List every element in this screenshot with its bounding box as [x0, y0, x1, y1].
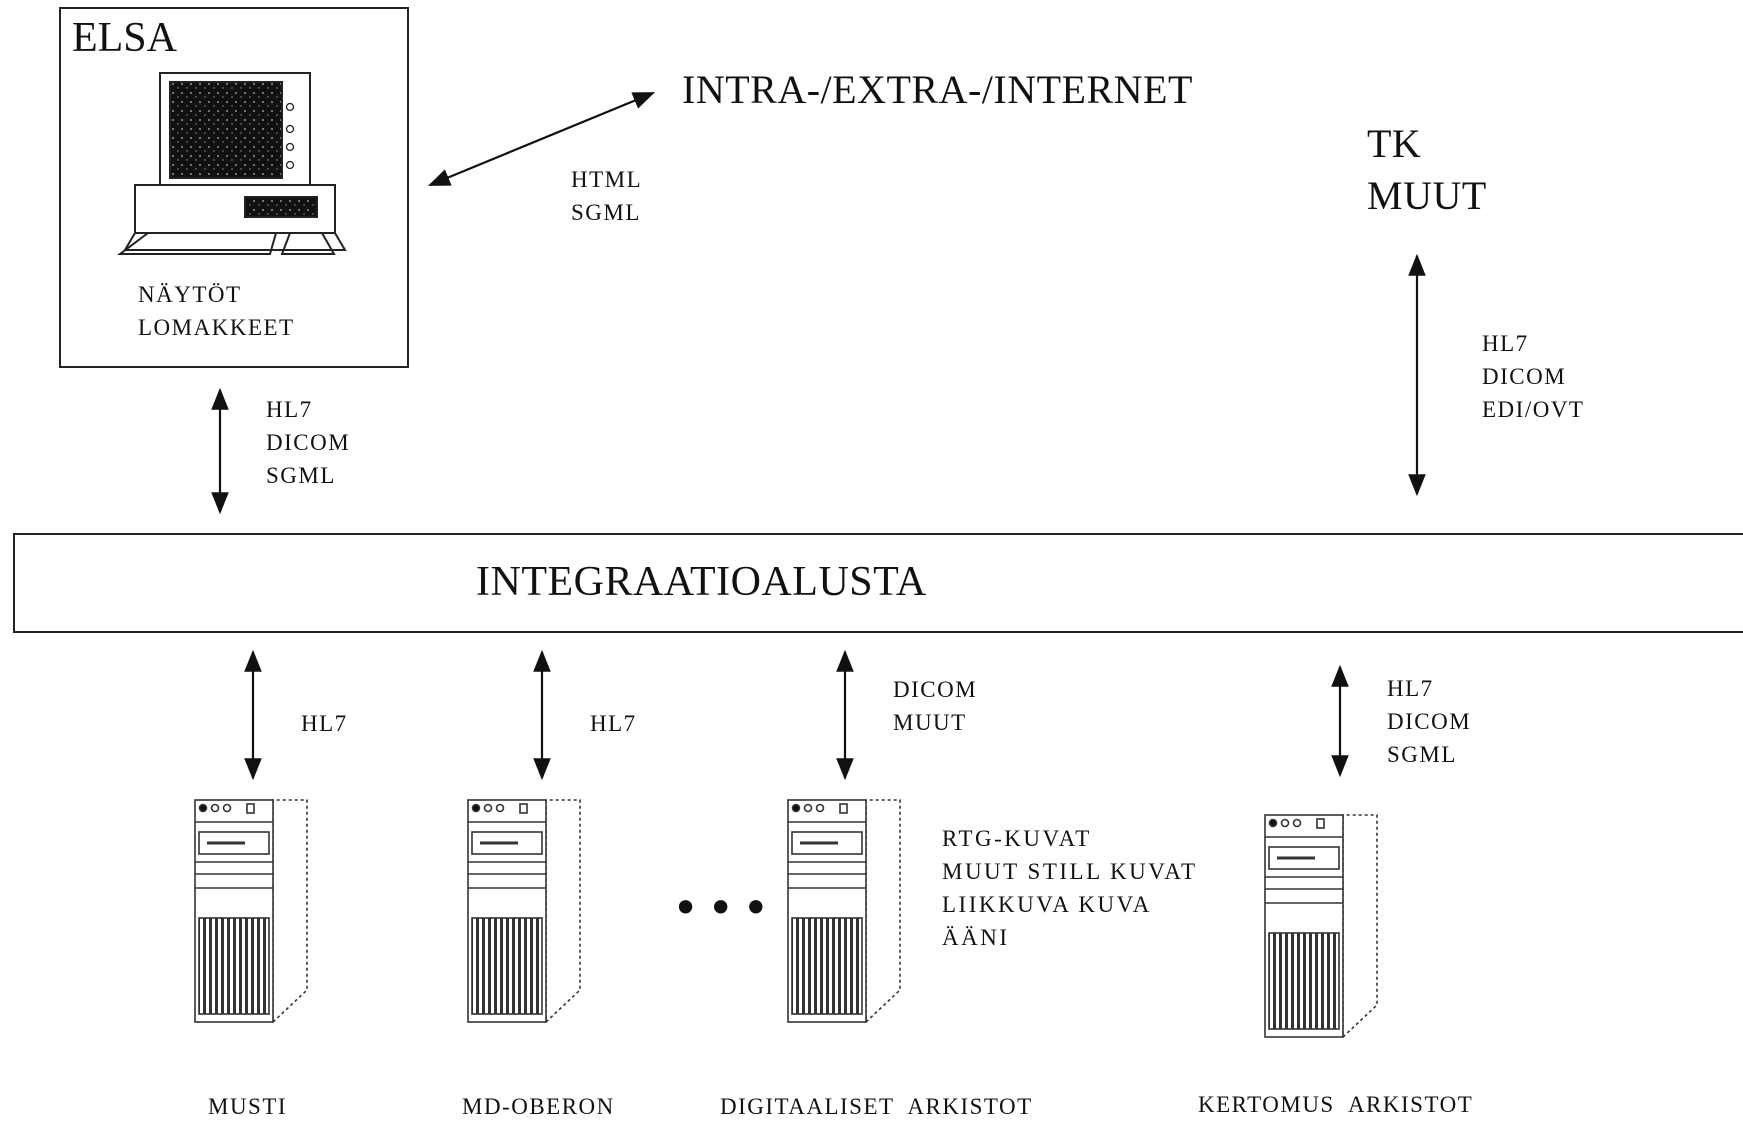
link-label: DICOM [893, 677, 978, 702]
link-label: SGML [266, 463, 336, 488]
computer-workstation-icon [117, 72, 347, 255]
elsa-link-labels: HL7 DICOM SGML [266, 393, 350, 492]
tk-link-labels: HL7 DICOM EDI/OVT [1482, 327, 1584, 426]
link-label: EDI/OVT [1482, 397, 1585, 422]
more-servers-ellipsis: ••• [672, 881, 778, 935]
elsa-caption: NÄYTÖT LOMAKKEET [138, 278, 295, 344]
md-oberon-link-labels: HL7 [590, 707, 637, 740]
link-label: DICOM [266, 430, 351, 455]
integration-bus [13, 533, 1743, 633]
tk-title: TK MUUT [1367, 118, 1487, 222]
tk-title-line: MUUT [1367, 173, 1487, 218]
server-name-md-oberon: MD-OBERON [462, 1094, 615, 1119]
link-label: SGML [1387, 742, 1457, 767]
archive-content-list: RTG-KUVAT MUUT STILL KUVAT LIIKKUVA KUVA… [942, 822, 1198, 954]
internet-link-labels: HTML SGML [571, 163, 642, 229]
bus-title: INTEGRAATIOALUSTA [476, 559, 927, 605]
archive-content-item: RTG-KUVAT [942, 826, 1092, 851]
elsa-caption-line: NÄYTÖT [138, 282, 242, 307]
archive-content-item: ÄÄNI [942, 925, 1010, 950]
link-label: DICOM [1387, 709, 1472, 734]
server-name-digitaaliset-arkistot: DIGITAALISET ARKISTOT [720, 1094, 1033, 1119]
elsa-title: ELSA [72, 15, 177, 61]
server-tower-icon-digitaaliset-arkistot [787, 799, 901, 1024]
tk-title-line: TK [1367, 121, 1422, 166]
link-label: HL7 [1482, 331, 1529, 356]
musti-link-labels: HL7 [301, 707, 348, 740]
server-tower-icon-kertomus-arkistot [1264, 814, 1378, 1039]
server-name-musti: MUSTI [208, 1094, 288, 1119]
link-label: HL7 [301, 711, 348, 736]
server-tower-icon-musti [194, 799, 308, 1024]
server-name-kertomus-arkistot: KERTOMUS ARKISTOT [1198, 1092, 1474, 1117]
link-label: DICOM [1482, 364, 1567, 389]
digitaaliset-link-labels: DICOM MUUT [893, 673, 977, 739]
link-label: HL7 [1387, 676, 1434, 701]
internet-title: INTRA-/EXTRA-/INTERNET [682, 67, 1193, 112]
kertomus-link-labels: HL7 DICOM SGML [1387, 672, 1471, 771]
elsa-caption-line: LOMAKKEET [138, 315, 295, 340]
link-label: SGML [571, 200, 641, 225]
archive-content-item: MUUT STILL KUVAT [942, 859, 1198, 884]
link-label: HTML [571, 167, 643, 192]
server-tower-icon-md-oberon [467, 799, 581, 1024]
link-label: HL7 [590, 711, 637, 736]
elsa-box [59, 7, 409, 368]
link-label: HL7 [266, 397, 313, 422]
archive-content-item: LIIKKUVA KUVA [942, 892, 1152, 917]
link-label: MUUT [893, 710, 967, 735]
